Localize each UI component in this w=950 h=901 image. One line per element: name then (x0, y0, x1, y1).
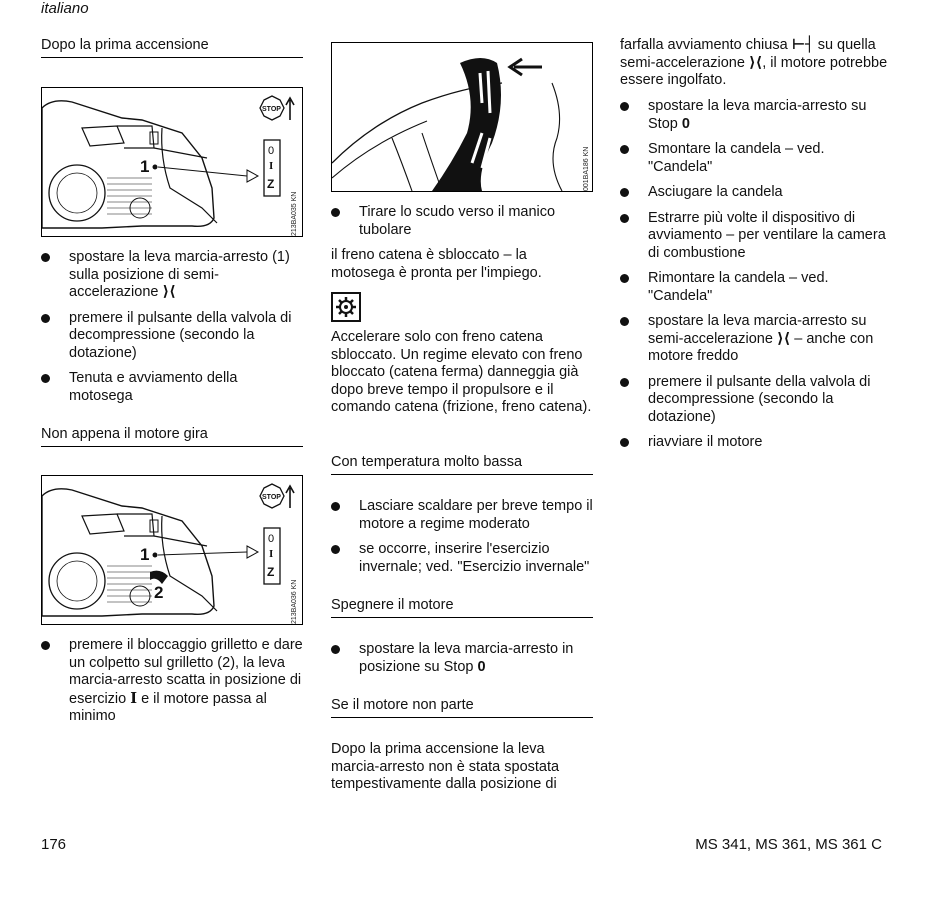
figure-code: 213BA035 KN (291, 192, 298, 236)
bullet-icon (331, 502, 340, 511)
svg-text:0: 0 (268, 145, 274, 157)
figure-code: 001BA186 KN (583, 147, 590, 191)
list-item: Asciugare la candela (620, 184, 888, 202)
list-engine-running: premere il bloccaggio grilletto e dare u… (41, 637, 303, 734)
list-cold-temperature: Lasciare scaldare per breve tempo il mot… (331, 498, 593, 584)
list-item: Tirare lo scudo verso il manico tubolare (331, 204, 593, 239)
list-item: Estrarre più volte il dispositivo di avv… (620, 210, 888, 263)
list-item: Rimontare la candela – ved. "Candela" (620, 270, 888, 305)
paragraph-ready: il freno catena è sbloccato – la motoseg… (331, 247, 542, 281)
list-item: Lasciare scaldare per breve tempo il mot… (331, 498, 593, 533)
list-item: Tenuta e avviamento della motosega (41, 370, 303, 405)
list-first-start: spostare la leva marcia-arresto (1) sull… (41, 249, 303, 413)
list-item: spostare la leva marcia-arresto su semi-… (620, 313, 888, 366)
figure-chainsaw-switch-1: 1 0 I Z STOP 213BA035 KN (41, 87, 303, 237)
chain-brake-illustration: 001BA186 KN (332, 57, 590, 191)
half-throttle-icon: ⟩⟨ (776, 330, 791, 347)
list-item: spostare la leva marcia-arresto su Stop … (620, 98, 888, 133)
half-throttle-icon: ⟩⟨ (162, 284, 176, 300)
arrow-up-icon (285, 484, 295, 508)
callout-label-1: 1 (140, 157, 149, 176)
arrow-left-icon (507, 57, 542, 77)
bullet-icon (620, 102, 629, 111)
list-flooded-steps: spostare la leva marcia-arresto su Stop … (620, 98, 888, 460)
svg-text:Z: Z (267, 177, 274, 191)
half-throttle-icon: ⟩⟨ (748, 54, 763, 71)
bullet-icon (620, 145, 629, 154)
section-heading-stop-engine: Spegnere il motore (331, 597, 593, 618)
chain-brake-shield (432, 58, 501, 191)
switch-box (263, 527, 281, 585)
list-item: se occorre, inserire l'esercizio inverna… (331, 541, 593, 576)
list-item: riavviare il motore (620, 434, 888, 452)
svg-text:I: I (269, 548, 273, 560)
bullet-icon (41, 253, 50, 262)
callout-label-1: 1 (140, 545, 149, 564)
section-heading-first-start: Dopo la prima accensione (41, 37, 303, 58)
figure-chain-brake: 001BA186 KN (331, 42, 593, 192)
gear-warning-icon (331, 292, 361, 322)
run-position-icon: I (130, 689, 138, 707)
bullet-icon (41, 641, 50, 650)
bullet-icon (620, 274, 629, 283)
bullet-icon (620, 377, 629, 387)
chainsaw-illustration-1: 1 0 I Z STOP 213BA035 KN (42, 95, 298, 236)
bullet-icon (620, 317, 629, 326)
figure-code: 213BA036 KN (291, 580, 298, 624)
chainsaw-illustration-2: 1 2 0 I Z STOP 213BA036 KN (42, 483, 298, 624)
callout-label-2: 2 (154, 583, 163, 602)
list-chain-brake: Tirare lo scudo verso il manico tubolare (331, 204, 593, 247)
stop-icon (259, 483, 285, 509)
bullet-icon (620, 188, 629, 197)
arrow-up-icon (285, 96, 295, 120)
model-label: MS 341, MS 361, MS 361 C (695, 836, 882, 853)
list-stop-engine: spostare la leva marcia-arresto in posiz… (331, 641, 593, 684)
svg-text:STOP: STOP (262, 494, 281, 501)
svg-text:Z: Z (267, 565, 274, 579)
bullet-icon (41, 313, 50, 323)
paragraph-not-starting: Dopo la prima accensione la leva marcia-… (331, 741, 560, 792)
list-item: spostare la leva marcia-arresto in posiz… (331, 641, 593, 676)
svg-text:I: I (269, 160, 273, 172)
figure-chainsaw-switch-2: 1 2 0 I Z STOP 213BA036 KN (41, 475, 303, 625)
stop-value: 0 (477, 658, 486, 675)
list-item: Smontare la candela – ved. "Candela" (620, 141, 888, 176)
page-number: 176 (41, 836, 67, 853)
list-item: spostare la leva marcia-arresto (1) sull… (41, 249, 303, 302)
bullet-icon (620, 213, 629, 223)
bullet-icon (331, 645, 340, 654)
section-heading-engine-not-starting: Se il motore non parte (331, 697, 593, 718)
language-label: italiano (41, 0, 89, 17)
list-item: premere il pulsante della valvola di dec… (41, 310, 303, 363)
stop-icon (259, 95, 285, 121)
list-item: premere il pulsante della valvola di dec… (620, 374, 888, 427)
switch-box (263, 139, 281, 197)
stop-value: 0 (681, 115, 690, 132)
bullet-icon (620, 438, 629, 447)
section-heading-engine-running: Non appena il motore gira (41, 426, 303, 447)
paragraph-flooded: farfalla avviamento chiusa ⊢┤ su quella … (620, 37, 888, 88)
paragraph-warning: Accelerare solo con freno catena sblocca… (331, 329, 592, 415)
choke-icon: ⊢┤ (791, 37, 814, 53)
bullet-icon (41, 374, 50, 383)
svg-text:0: 0 (268, 533, 274, 545)
bullet-icon (331, 208, 340, 217)
bullet-icon (331, 545, 340, 554)
section-heading-cold-temperature: Con temperatura molto bassa (331, 454, 593, 475)
list-item: premere il bloccaggio grilletto e dare u… (41, 637, 303, 726)
svg-text:STOP: STOP (262, 106, 281, 113)
